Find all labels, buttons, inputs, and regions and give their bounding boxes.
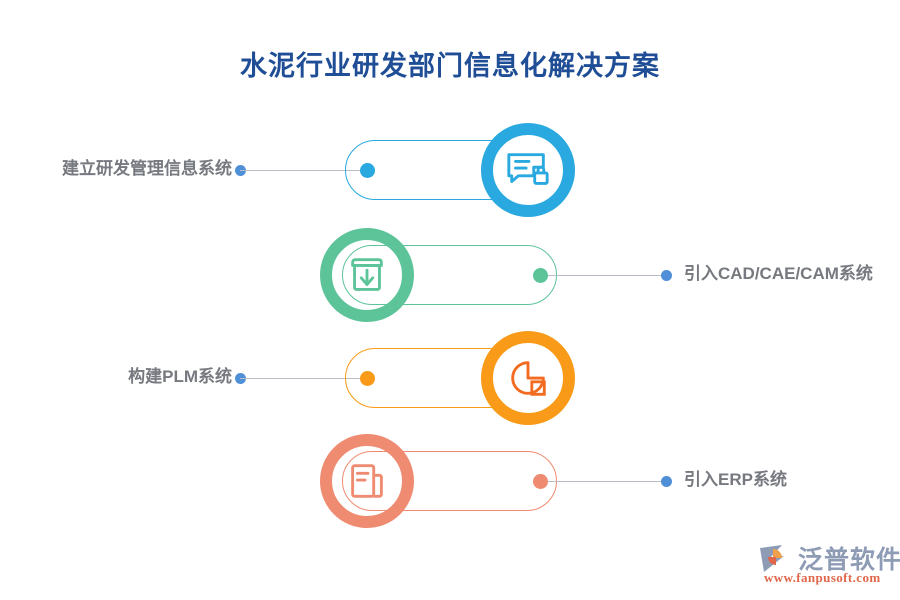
chat-lock-icon — [507, 153, 549, 185]
connector-end-dot-2 — [661, 270, 672, 281]
connector-line-3 — [240, 378, 368, 379]
icon-circle-1[interactable] — [481, 123, 575, 217]
page-title: 水泥行业研发部门信息化解决方案 — [240, 51, 660, 81]
row-label-3: 构建PLM系统 — [128, 367, 232, 386]
fanpu-logo-icon — [760, 545, 784, 572]
infographic-row-3: 构建PLM系统 — [0, 323, 900, 433]
capsule-dot-3 — [360, 371, 375, 386]
connector-line-4 — [548, 481, 670, 482]
connector-line-1 — [240, 170, 368, 171]
infographic-row-2: 引入CAD/CAE/CAM系统 — [0, 220, 900, 330]
capsule-4 — [342, 451, 557, 511]
icon-circle-3[interactable] — [481, 331, 575, 425]
capsule-dot-2 — [533, 268, 548, 283]
pie-square-icon — [511, 361, 546, 396]
connector-line-2 — [548, 275, 670, 276]
row-label-1: 建立研发管理信息系统 — [62, 159, 232, 178]
row-label-4: 引入ERP系统 — [684, 470, 787, 489]
row-label-2: 引入CAD/CAE/CAM系统 — [684, 264, 873, 283]
connector-end-dot-4 — [661, 476, 672, 487]
capsule-dot-1 — [360, 163, 375, 178]
brand-logo[interactable]: 泛普软件 www.fanpusoft.com — [756, 540, 900, 592]
infographic-row-4: 引入ERP系统 — [0, 426, 900, 536]
capsule-2 — [342, 245, 557, 305]
logo-name: 泛普软件 — [798, 546, 900, 574]
infographic-row-1: 建立研发管理信息系统 — [0, 115, 900, 225]
capsule-dot-4 — [533, 474, 548, 489]
logo-url: www.fanpusoft.com — [764, 570, 881, 585]
